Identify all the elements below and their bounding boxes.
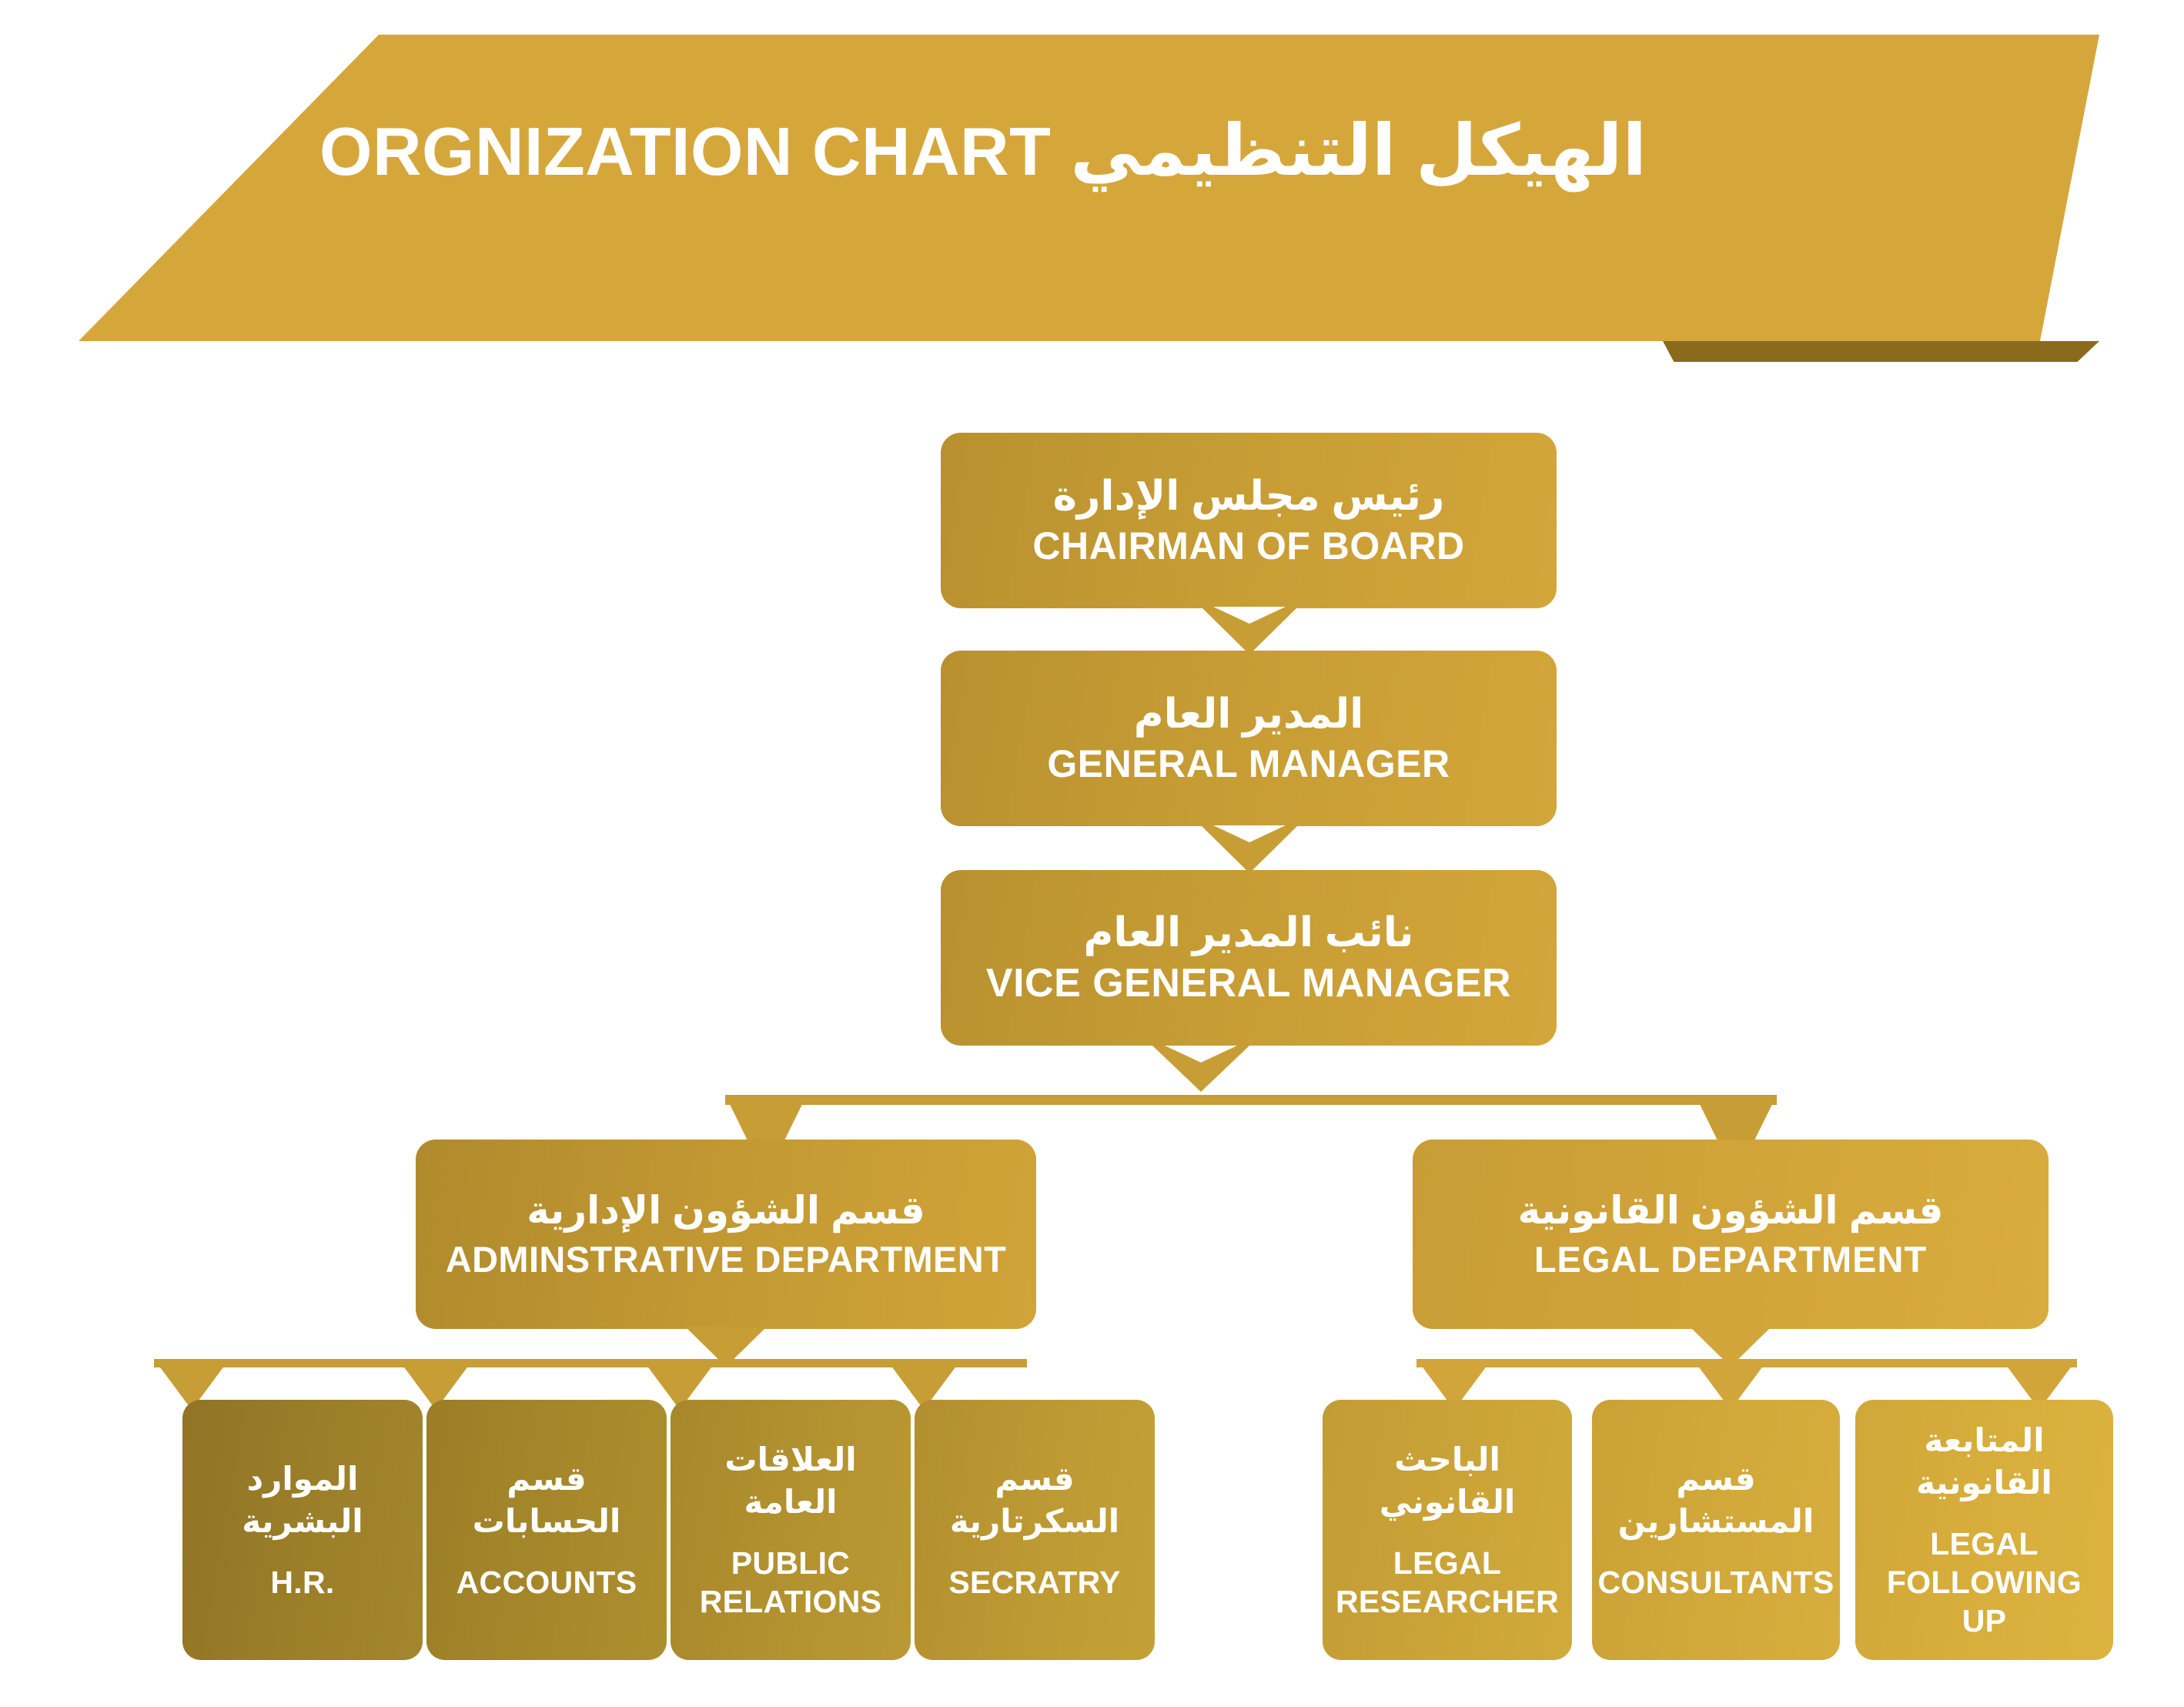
node-administrative-department[interactable]: قسم الشؤون الإدارية ADMINSTRATIVE DEPART… — [416, 1140, 1036, 1329]
node-legal-en: LEGAL DEPARTMENT — [1533, 1238, 1928, 1280]
node-accounts-en: ACCOUNTS — [456, 1564, 637, 1600]
connector-arrow-chairman-to-gm — [1201, 607, 1298, 654]
banner-shape — [79, 35, 2099, 362]
node-vgm-en: VICE GENERAL MANAGER — [985, 961, 1512, 1006]
connector-arrow-gm-to-vgm — [1201, 825, 1298, 873]
connector-bracket-vgm-to-departments — [725, 1046, 1777, 1146]
node-vice-general-manager[interactable]: نائب المدير العام VICE GENERAL MANAGER — [941, 870, 1557, 1046]
node-general-manager[interactable]: المدير العام GENERAL MANAGER — [941, 651, 1557, 826]
node-admin-en: ADMINSTRATIVE DEPARTMENT — [445, 1238, 1007, 1280]
node-legal-ar: قسم الشؤون القانونية — [1517, 1188, 1944, 1232]
node-secratry-en: SECRATRY — [948, 1564, 1121, 1600]
node-consultants-en: CONSULTANTS — [1597, 1564, 1834, 1600]
node-legal-department[interactable]: قسم الشؤون القانونية LEGAL DEPARTMENT — [1413, 1140, 2049, 1329]
node-admin-ar: قسم الشؤون الإدارية — [527, 1188, 925, 1232]
node-vgm-ar: نائب المدير العام — [1083, 909, 1414, 956]
node-gm-ar: المدير العام — [1133, 691, 1364, 737]
connector-bracket-legal-to-children — [1416, 1327, 2077, 1410]
banner-ribbon: ORGNIZATION CHART الهيكل التنظيمي — [0, 0, 2184, 362]
connector-bracket-admin-to-children — [154, 1327, 1027, 1410]
node-chairman-ar: رئيس مجلس الإدارة — [1052, 473, 1445, 519]
node-hr-en: H.R. — [270, 1564, 335, 1600]
node-gm-en: GENERAL MANAGER — [1047, 742, 1450, 786]
node-chairman-en: CHAIRMAN OF BOARD — [1032, 524, 1465, 568]
node-chairman-of-board[interactable]: رئيس مجلس الإدارة CHAIRMAN OF BOARD — [941, 433, 1557, 608]
